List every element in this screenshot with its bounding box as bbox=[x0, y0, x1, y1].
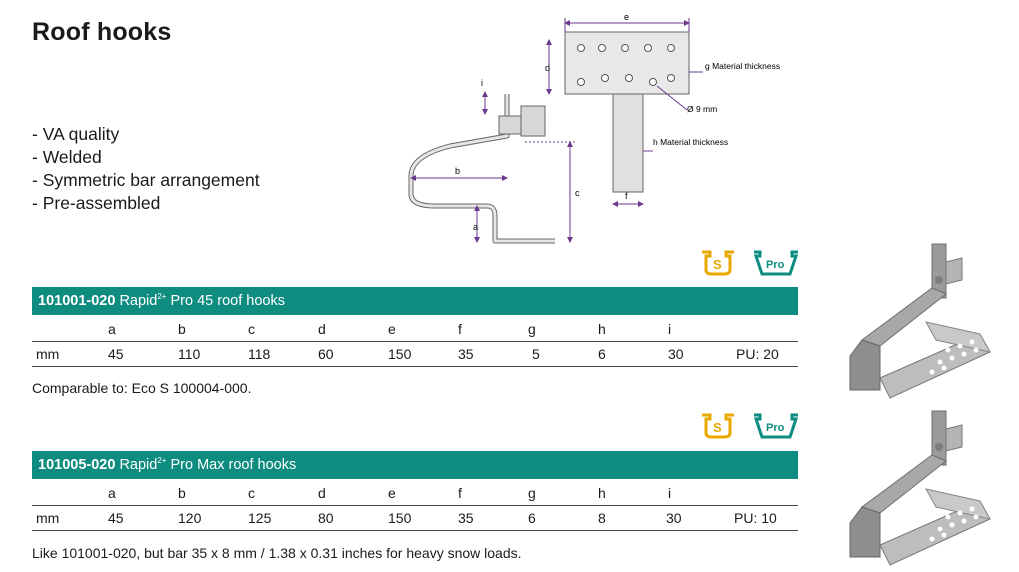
hook-bar bbox=[612, 93, 644, 193]
g-thickness-note: g Material thickness bbox=[705, 61, 780, 71]
product-code: 101005-020 bbox=[38, 457, 116, 473]
product-code: 101001-020 bbox=[38, 293, 116, 309]
col-c: c bbox=[248, 321, 255, 337]
col-d: d bbox=[318, 485, 326, 501]
spec-header-row: a b c d e f g h i bbox=[32, 317, 798, 342]
col-g: g bbox=[528, 321, 536, 337]
product-header-101005: 101005-020 Rapid2+ Pro Max roof hooks bbox=[32, 451, 798, 479]
spec-header-row: a b c d e f g h i bbox=[32, 481, 798, 506]
spec-table-101001: a b c d e f g h i mm 45 110 118 60 150 3… bbox=[32, 317, 798, 367]
value-b: 110 bbox=[178, 346, 201, 362]
svg-text:Pro: Pro bbox=[766, 422, 785, 434]
svg-text:S: S bbox=[713, 257, 722, 272]
spec-value-row: mm 45 110 118 60 150 35 5 6 30 PU: 20 bbox=[32, 342, 798, 367]
pro-quality-icon: Pro bbox=[753, 250, 799, 276]
svg-text:S: S bbox=[713, 420, 722, 435]
value-c: 125 bbox=[248, 510, 272, 526]
value-i: 30 bbox=[668, 346, 684, 362]
col-a: a bbox=[108, 321, 116, 337]
col-e: e bbox=[388, 321, 396, 337]
dim-label-d: d bbox=[545, 63, 550, 73]
spec-table-101005: a b c d e f g h i mm 45 120 125 80 150 3… bbox=[32, 481, 798, 531]
product-photo-101001 bbox=[849, 243, 991, 399]
dim-label-b: b bbox=[455, 166, 460, 176]
col-b: b bbox=[178, 485, 186, 501]
feature-item: - Welded bbox=[32, 147, 102, 167]
value-e: 150 bbox=[388, 346, 412, 362]
product-name: Rapid bbox=[119, 457, 158, 473]
product-name: Rapid bbox=[119, 293, 158, 309]
unit-label: mm bbox=[36, 510, 60, 526]
feature-item: - Pre-assembled bbox=[32, 193, 161, 213]
value-d: 60 bbox=[318, 346, 334, 362]
packaging-unit: PU: 10 bbox=[734, 510, 777, 526]
spec-value-row: mm 45 120 125 80 150 35 6 8 30 PU: 10 bbox=[32, 506, 798, 531]
clamp-bolt bbox=[498, 115, 522, 135]
page-title: Roof hooks bbox=[32, 18, 172, 46]
col-d: d bbox=[318, 321, 326, 337]
base-plate bbox=[564, 31, 690, 95]
pro-quality-icon: Pro bbox=[753, 413, 799, 439]
value-f: 35 bbox=[458, 346, 474, 362]
value-i: 30 bbox=[666, 510, 682, 526]
product-note: Comparable to: Eco S 100004-000. bbox=[32, 380, 252, 396]
dim-label-e: e bbox=[624, 12, 629, 22]
packaging-unit: PU: 20 bbox=[736, 346, 779, 362]
col-f: f bbox=[458, 321, 462, 337]
product-name-rest: Pro Max roof hooks bbox=[166, 457, 297, 473]
dim-label-f: f bbox=[625, 191, 628, 201]
col-h: h bbox=[598, 485, 606, 501]
technical-drawing: e d g Material thickness Ø 9 mm h Materi… bbox=[408, 12, 780, 244]
unit-label: mm bbox=[36, 346, 60, 362]
value-f: 35 bbox=[458, 510, 474, 526]
value-g: 6 bbox=[528, 510, 536, 526]
value-e: 150 bbox=[388, 510, 412, 526]
value-h: 8 bbox=[598, 510, 606, 526]
h-thickness-note: h Material thickness bbox=[653, 137, 728, 147]
svg-text:Pro: Pro bbox=[766, 259, 785, 271]
value-a: 45 bbox=[108, 510, 124, 526]
product-photo-101005 bbox=[849, 410, 991, 566]
product-name-rest: Pro 45 roof hooks bbox=[166, 293, 285, 309]
product-name-sup: 2+ bbox=[157, 456, 167, 466]
feature-item: - VA quality bbox=[32, 124, 120, 144]
col-g: g bbox=[528, 485, 536, 501]
col-c: c bbox=[248, 485, 255, 501]
col-i: i bbox=[668, 485, 672, 501]
col-b: b bbox=[178, 321, 186, 337]
value-d: 80 bbox=[318, 510, 334, 526]
badge-group: S Pro bbox=[698, 411, 800, 441]
value-g: 5 bbox=[532, 346, 540, 362]
col-h: h bbox=[598, 321, 606, 337]
dim-label-a: a bbox=[473, 222, 478, 232]
snow-load-icon: S bbox=[702, 250, 734, 276]
dim-label-c: c bbox=[575, 188, 580, 198]
hole-note: Ø 9 mm bbox=[687, 104, 717, 114]
col-a: a bbox=[108, 485, 116, 501]
col-e: e bbox=[388, 485, 396, 501]
badge-group: S Pro bbox=[698, 248, 800, 278]
col-f: f bbox=[458, 485, 462, 501]
feature-list: - VA quality - Welded - Symmetric bar ar… bbox=[32, 123, 260, 215]
product-name-sup: 2+ bbox=[157, 292, 167, 302]
product-note: Like 101001-020, but bar 35 x 8 mm / 1.3… bbox=[32, 545, 522, 561]
value-a: 45 bbox=[108, 346, 124, 362]
feature-item: - Symmetric bar arrangement bbox=[32, 170, 260, 190]
value-h: 6 bbox=[598, 346, 606, 362]
dim-label-i: i bbox=[481, 78, 483, 88]
value-b: 120 bbox=[178, 510, 202, 526]
col-i: i bbox=[668, 321, 672, 337]
snow-load-icon: S bbox=[702, 413, 734, 439]
product-header-101001: 101001-020 Rapid2+ Pro 45 roof hooks bbox=[32, 287, 798, 315]
value-c: 118 bbox=[248, 346, 271, 362]
